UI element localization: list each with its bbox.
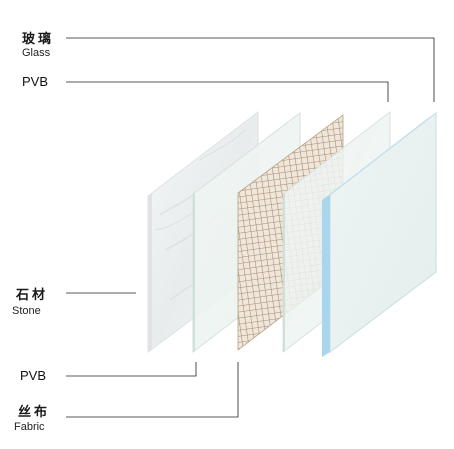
fabric-label-en: Fabric [14, 421, 45, 433]
leader-lines [66, 37, 435, 418]
fabric-leader-line [66, 362, 239, 418]
glass-leader-line [66, 37, 435, 102]
fabric-label-zh: 丝布 [18, 404, 51, 419]
stone-label-zh: 石材 [16, 287, 49, 302]
pvb-bottom-leader-line [66, 362, 197, 377]
pvb-top-label: PVB [22, 74, 49, 89]
pvb-top-leader-line [66, 81, 389, 102]
glass-layer [322, 111, 437, 357]
stone-label-en: Stone [12, 305, 41, 317]
glass-label-zh: 玻璃 [22, 31, 55, 46]
glass-label-en: Glass [22, 47, 51, 59]
pvb-bottom-label: PVB [20, 368, 47, 383]
